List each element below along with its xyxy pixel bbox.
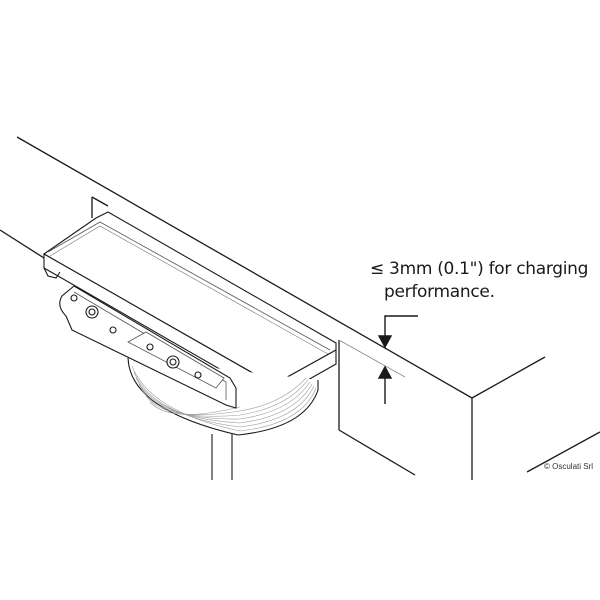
countertop [0,136,600,480]
underside-reference-line [338,339,406,378]
down-arrow-icon [377,335,393,349]
dimension-marker [377,315,418,404]
up-arrow-icon [377,365,393,379]
charger-device [42,211,337,480]
annotation-line-1: ≤ 3mm (0.1") for charging [370,259,589,279]
copyright-notice: © Osculati Srl [544,462,594,471]
annotation-line-2: performance. [384,282,495,302]
clearance-annotation: ≤ 3mm (0.1") for charging performance. [370,258,588,304]
